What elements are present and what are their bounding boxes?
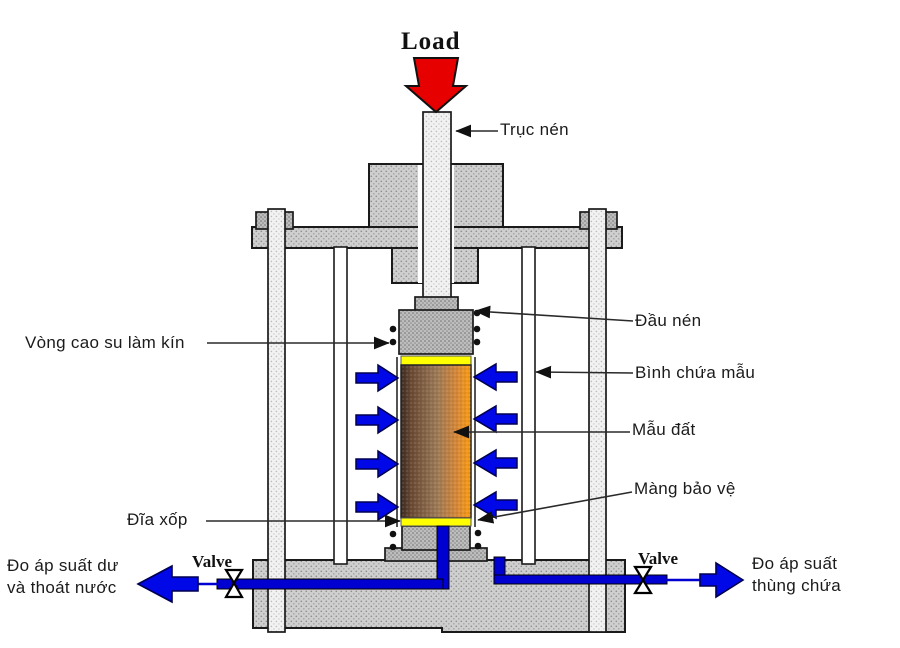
cell-wall-right <box>521 246 536 565</box>
outlet-left-line2: và thoát nước <box>7 578 117 597</box>
pedestal <box>401 525 471 551</box>
membrane-label: Màng bảo vệ <box>634 479 736 498</box>
oring-cap-left <box>389 325 397 333</box>
outlet-left-line1: Đo áp suất dư <box>7 556 119 575</box>
soil-sample-texture <box>401 365 471 518</box>
drainage-pipe-left <box>216 578 444 590</box>
pressure-arrow-left <box>355 405 400 435</box>
cell-wall-left <box>333 246 348 565</box>
cell-label: Bình chứa mẫu <box>635 363 756 382</box>
pressure-arrow-left <box>355 492 400 522</box>
valve-right-label: Valve <box>638 549 678 568</box>
tie-rod-right <box>588 208 607 633</box>
outlet-right-line1: Đo áp suất <box>752 554 838 573</box>
porous-disc-bottom <box>400 517 472 527</box>
oring-pedestal-right <box>474 529 482 537</box>
cap-neck <box>414 296 459 312</box>
oring-pedestal-left <box>389 530 397 538</box>
loading-piston <box>422 111 452 303</box>
outlet-right-label: Đo áp suất thùng chứa <box>752 553 841 597</box>
outlet-arrow-left <box>136 564 199 604</box>
pressure-arrow-right <box>472 404 518 434</box>
leader-cap <box>474 305 634 322</box>
valve-icon-left <box>224 580 244 599</box>
oring-label: Vòng cao su làm kín <box>25 333 185 352</box>
cap-body <box>398 309 474 355</box>
leader-cell <box>535 365 634 379</box>
pressure-arrow-right <box>472 362 518 392</box>
outlet-arrow-right <box>699 561 745 599</box>
load-label: Load <box>401 28 461 55</box>
load-arrow-icon <box>403 57 469 114</box>
pressure-arrow-right <box>472 448 518 478</box>
oring-cap-right <box>473 325 481 333</box>
pressure-arrow-left <box>355 449 400 479</box>
oring-cap-left <box>389 338 397 346</box>
cap-label: Đầu nén <box>635 311 702 330</box>
porous-disc-label: Đĩa xốp <box>127 510 188 529</box>
valve-icon-left <box>224 568 244 586</box>
outlet-right-line2: thùng chứa <box>752 576 842 595</box>
soil-label: Mẫu đất <box>632 420 696 439</box>
pressure-arrow-left <box>355 363 400 393</box>
oring-pedestal-left <box>389 543 397 551</box>
valve-icon-right <box>633 577 653 595</box>
valve-icon-right <box>633 565 653 583</box>
tie-rod-left <box>267 208 286 633</box>
shaft-label: Trục nén <box>500 120 569 139</box>
valve-left-label: Valve <box>192 552 232 571</box>
oring-pedestal-right <box>474 542 482 550</box>
leader-membrane <box>477 491 633 524</box>
porous-disc-top <box>400 355 472 366</box>
oring-cap-right <box>473 338 481 346</box>
outlet-left-label: Đo áp suất dư và thoát nước <box>7 555 119 599</box>
